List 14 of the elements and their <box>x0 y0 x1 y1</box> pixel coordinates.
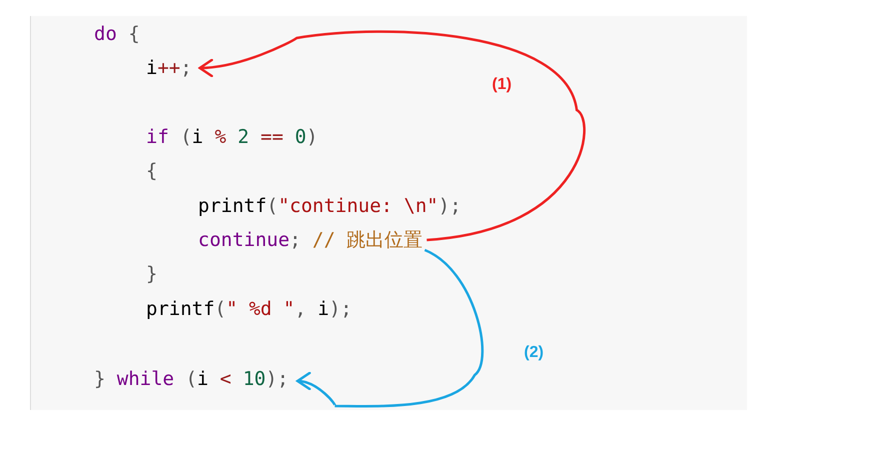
code-line: } <box>146 262 158 286</box>
edge-label: (2) <box>522 344 546 362</box>
curved-arrow <box>198 30 586 242</box>
code-line: if (i % 2 == 0) <box>146 125 318 149</box>
code-line: { <box>146 159 158 183</box>
edge-label: (1) <box>490 76 514 94</box>
code-line: printf("continue: \n"); <box>198 194 462 218</box>
code-line: } while (i < 10); <box>94 367 289 391</box>
code-line: do { <box>94 22 140 46</box>
curved-arrow <box>296 248 484 408</box>
code-line: continue; // 跳出位置 <box>198 228 423 252</box>
code-line: i++; <box>146 56 192 80</box>
code-panel <box>30 16 747 410</box>
code-line: printf(" %d ", i); <box>146 297 352 321</box>
